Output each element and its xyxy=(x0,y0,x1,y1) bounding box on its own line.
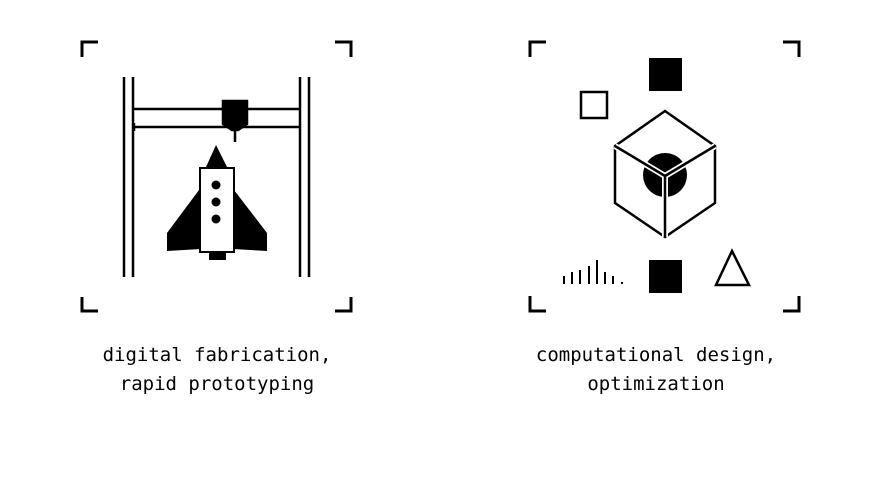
frame-corners xyxy=(80,40,353,313)
bar-graph-icon xyxy=(563,260,623,284)
rocket-icon xyxy=(167,145,267,260)
cube-geometry-icon xyxy=(528,40,801,313)
caption-line: optimization xyxy=(587,373,725,395)
nozzle-icon xyxy=(221,99,249,132)
frame-corners xyxy=(528,40,801,313)
caption-computational-design: computational design, optimization xyxy=(456,341,856,399)
filled-square-icon xyxy=(649,58,682,91)
caption-line: digital fabrication, xyxy=(102,344,332,366)
filled-square-icon xyxy=(649,260,682,293)
3d-printer-rocket-icon xyxy=(80,40,353,313)
triangle-icon xyxy=(714,248,752,287)
printer-frame-icon xyxy=(122,77,311,277)
caption-line: rapid prototyping xyxy=(119,373,315,395)
cube-icon xyxy=(613,109,717,239)
caption-line: computational design, xyxy=(535,344,777,366)
caption-digital-fabrication: digital fabrication, rapid prototyping xyxy=(17,341,417,399)
hollow-square-icon xyxy=(579,90,609,120)
